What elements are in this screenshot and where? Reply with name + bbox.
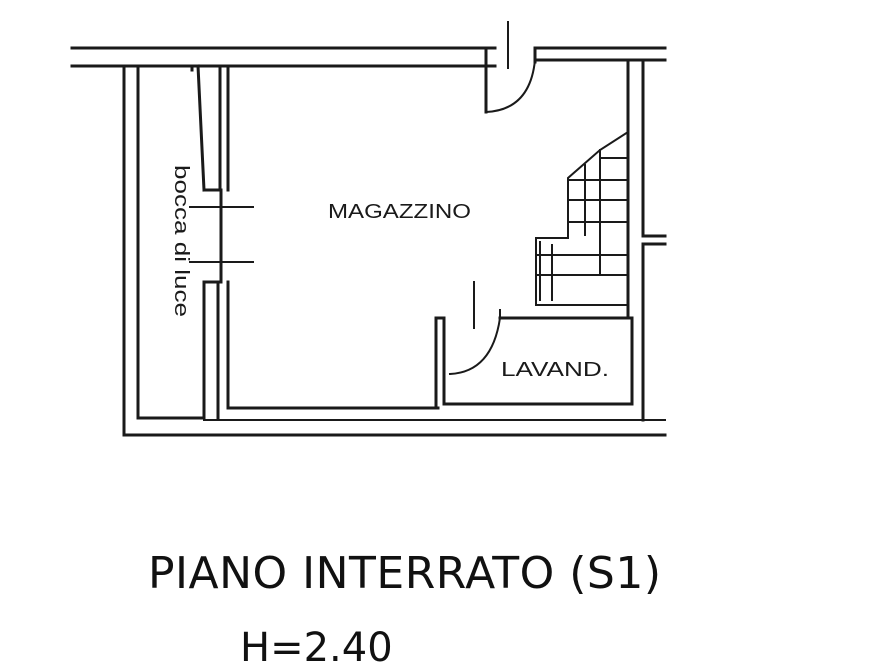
entrance-door: [484, 21, 537, 114]
laundry-door: [448, 281, 502, 376]
floor-plan: MAGAZZINO LAVAND. bocca di luce: [70, 21, 667, 437]
top-outer-wall-right: [533, 46, 667, 62]
ceiling-height: H=2.40: [240, 625, 393, 671]
top-outer-wall: [70, 46, 497, 68]
room-label-lavanderia: LAVAND.: [501, 359, 609, 381]
laundry-walls: [434, 309, 634, 410]
room-label-bocca-di-luce: bocca di luce: [170, 165, 192, 317]
bottom-outer-wall: [122, 419, 667, 437]
magazzino-left-wall: [189, 64, 254, 420]
light-well-walls: [136, 64, 220, 420]
right-walls: [626, 58, 667, 422]
staircase: [535, 130, 630, 306]
left-outer-wall: [122, 64, 140, 437]
room-label-magazzino: MAGAZZINO: [328, 201, 471, 223]
level-title: PIANO INTERRATO (S1): [148, 548, 662, 599]
